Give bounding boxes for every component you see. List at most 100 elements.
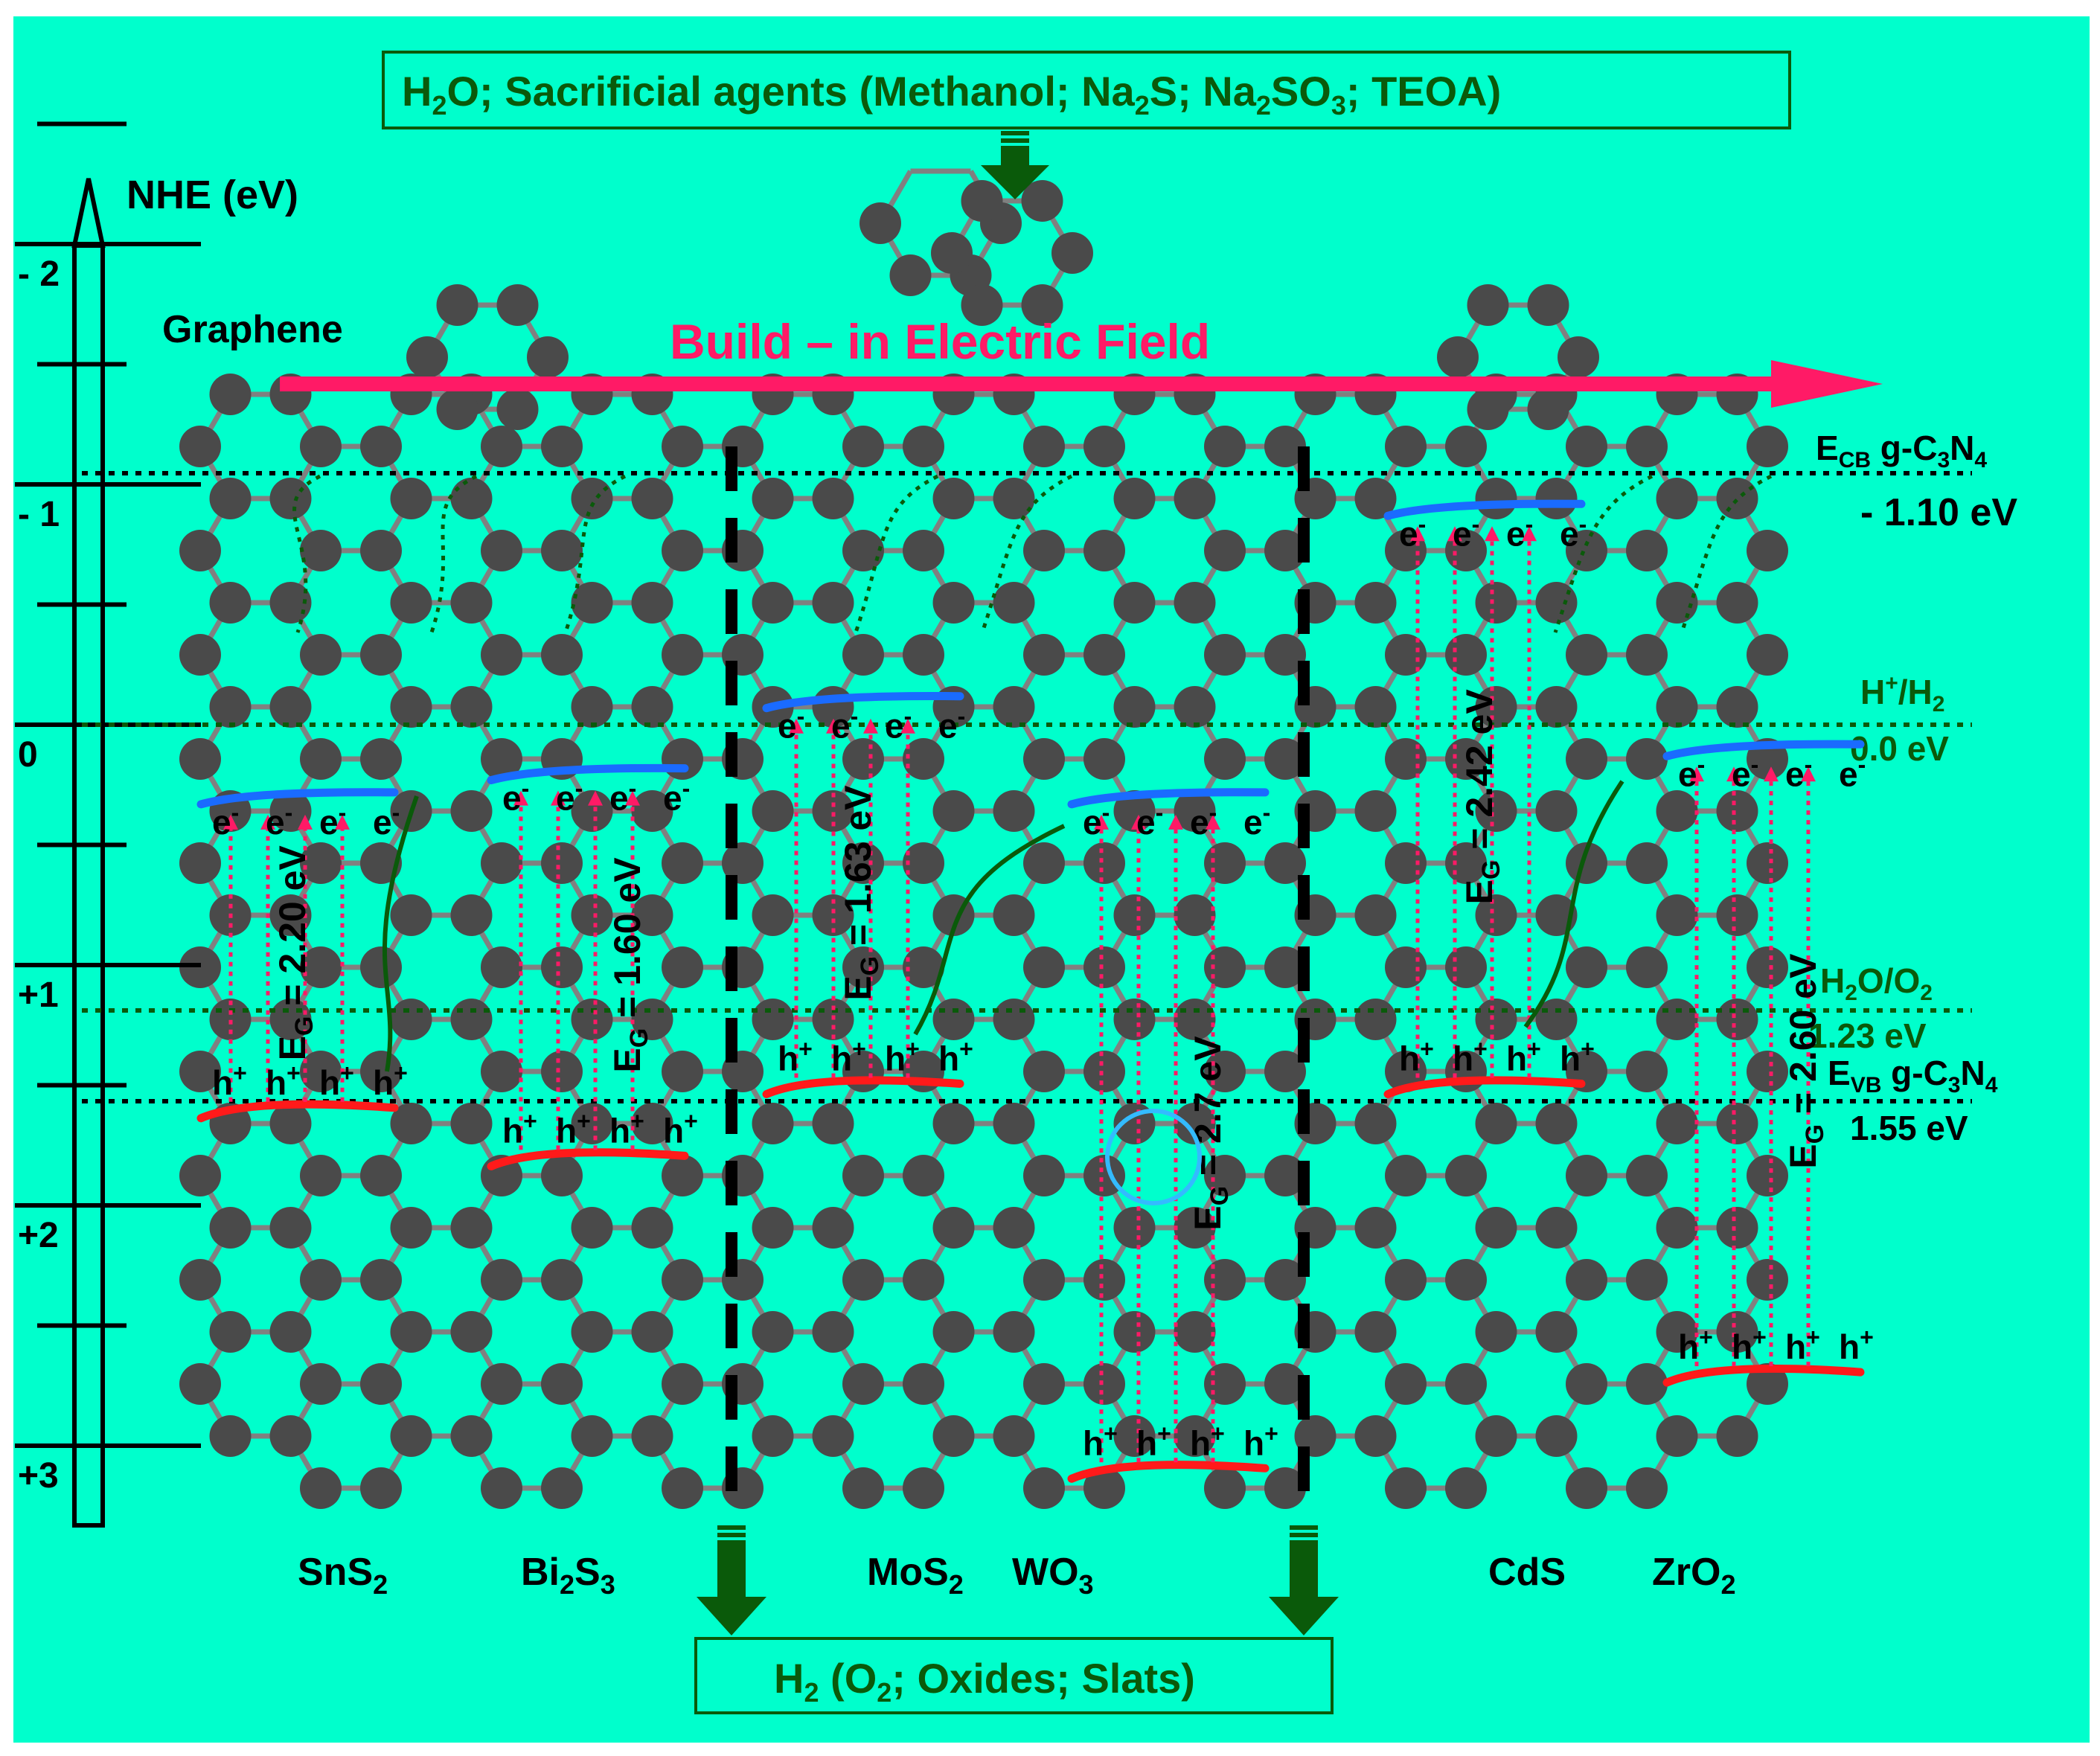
lattice-node — [1113, 478, 1156, 519]
lattice-node — [752, 478, 794, 519]
lattice-node — [481, 1259, 522, 1301]
lattice-node — [1656, 1415, 1698, 1457]
lattice-node — [961, 180, 1003, 222]
lattice-node — [1385, 1467, 1427, 1509]
electron-label: e- — [885, 703, 912, 746]
bottom-products-box: H2 (O2; Oxides; Slats) — [694, 1637, 1334, 1714]
graphene-label: Graphene — [162, 308, 343, 351]
lattice-node — [631, 686, 673, 728]
lattice-node — [1174, 582, 1216, 624]
lattice-node — [1204, 1259, 1246, 1301]
lattice-node — [1174, 1415, 1216, 1457]
lattice-node — [300, 946, 342, 988]
lattice-node — [1204, 738, 1246, 780]
lattice-node — [812, 1207, 854, 1249]
electron-label: e- — [1453, 510, 1479, 553]
lattice-node — [571, 894, 613, 936]
electron-label: e- — [1506, 510, 1533, 553]
lattice-node — [1174, 999, 1216, 1040]
lattice-node — [1475, 478, 1517, 519]
electron-label: e- — [663, 775, 690, 818]
lattice-node — [931, 232, 973, 274]
lattice-node — [903, 1259, 944, 1301]
lattice-node — [450, 686, 493, 728]
bottom-arrow-left — [697, 1525, 766, 1635]
lattice-node — [1264, 842, 1306, 884]
lattice-node — [300, 1363, 342, 1405]
lattice-node — [1174, 894, 1216, 936]
lattice-node — [993, 1103, 1035, 1144]
excitation-arrow-head — [1447, 526, 1462, 542]
lattice-node — [1354, 1415, 1397, 1457]
hole-label: h+ — [1190, 1420, 1225, 1462]
lattice-node — [1021, 180, 1063, 222]
h-h2-label: H+/H2 — [1860, 671, 1944, 717]
lattice-node — [1716, 999, 1758, 1040]
lattice-node — [1626, 738, 1668, 780]
lattice-node — [1023, 842, 1065, 884]
lattice-node — [1083, 1259, 1125, 1301]
excitation-arrow-head — [1522, 526, 1537, 542]
lattice-node — [1747, 426, 1788, 467]
lattice-node — [179, 738, 221, 780]
lattice-node — [1023, 1051, 1065, 1092]
lattice-node — [1264, 1155, 1306, 1196]
electron-label: e- — [1136, 799, 1163, 842]
bandgap-label: EG = 2.60 eV — [1782, 953, 1829, 1169]
lattice-node — [481, 426, 522, 467]
lattice-node — [1716, 1207, 1758, 1249]
lattice-node — [179, 1155, 221, 1196]
lattice-node — [662, 426, 703, 467]
lattice-node — [662, 842, 703, 884]
lattice-node — [1264, 946, 1306, 988]
lattice-node — [993, 1207, 1035, 1249]
lattice-node — [842, 634, 884, 676]
lattice-node — [541, 946, 583, 988]
lattice-node — [1204, 1467, 1246, 1509]
lattice-node — [269, 1415, 312, 1457]
electron-label: e- — [1399, 510, 1426, 553]
lattice-node — [1475, 790, 1517, 832]
lattice-node — [1656, 999, 1698, 1040]
electron-label: e- — [1560, 510, 1587, 553]
lattice-node — [662, 946, 703, 988]
lattice-node — [1535, 478, 1578, 519]
lattice-node — [1083, 1467, 1125, 1509]
lattice-node — [571, 686, 613, 728]
lattice-node — [1023, 738, 1065, 780]
lattice-node — [1385, 1363, 1427, 1405]
hole-label: h+ — [1732, 1324, 1767, 1366]
lattice-node — [541, 530, 583, 571]
excitation-arrow-head — [863, 718, 878, 734]
lattice-node — [1385, 738, 1427, 780]
lattice-node — [631, 478, 673, 519]
lattice-node — [1083, 1363, 1125, 1405]
lattice-node — [1354, 686, 1397, 728]
lattice-node — [1083, 946, 1125, 988]
graphene-nodes — [179, 180, 1788, 1509]
lattice-node — [752, 1207, 794, 1249]
lattice-node — [1023, 946, 1065, 988]
lattice-node — [269, 1207, 312, 1249]
lattice-node — [436, 284, 478, 326]
hole-label: h+ — [778, 1036, 813, 1078]
lattice-node — [903, 634, 944, 676]
lattice-node — [1566, 1467, 1607, 1509]
lattice-node — [436, 388, 478, 430]
lattice-node — [932, 582, 975, 624]
lattice-node — [662, 530, 703, 571]
lattice-node — [993, 1415, 1035, 1457]
lattice-node — [1558, 336, 1599, 378]
excitation-arrow-head — [1485, 526, 1499, 542]
lattice-node — [1174, 686, 1216, 728]
hole-label: h+ — [556, 1107, 591, 1150]
excitation-arrow-head — [260, 814, 275, 830]
lattice-node — [1174, 1103, 1216, 1144]
lattice-node — [1656, 478, 1698, 519]
lattice-node — [360, 1363, 402, 1405]
lattice-node — [1264, 530, 1306, 571]
lattice-node — [1264, 634, 1306, 676]
electron-transfer-arrow — [854, 474, 939, 633]
